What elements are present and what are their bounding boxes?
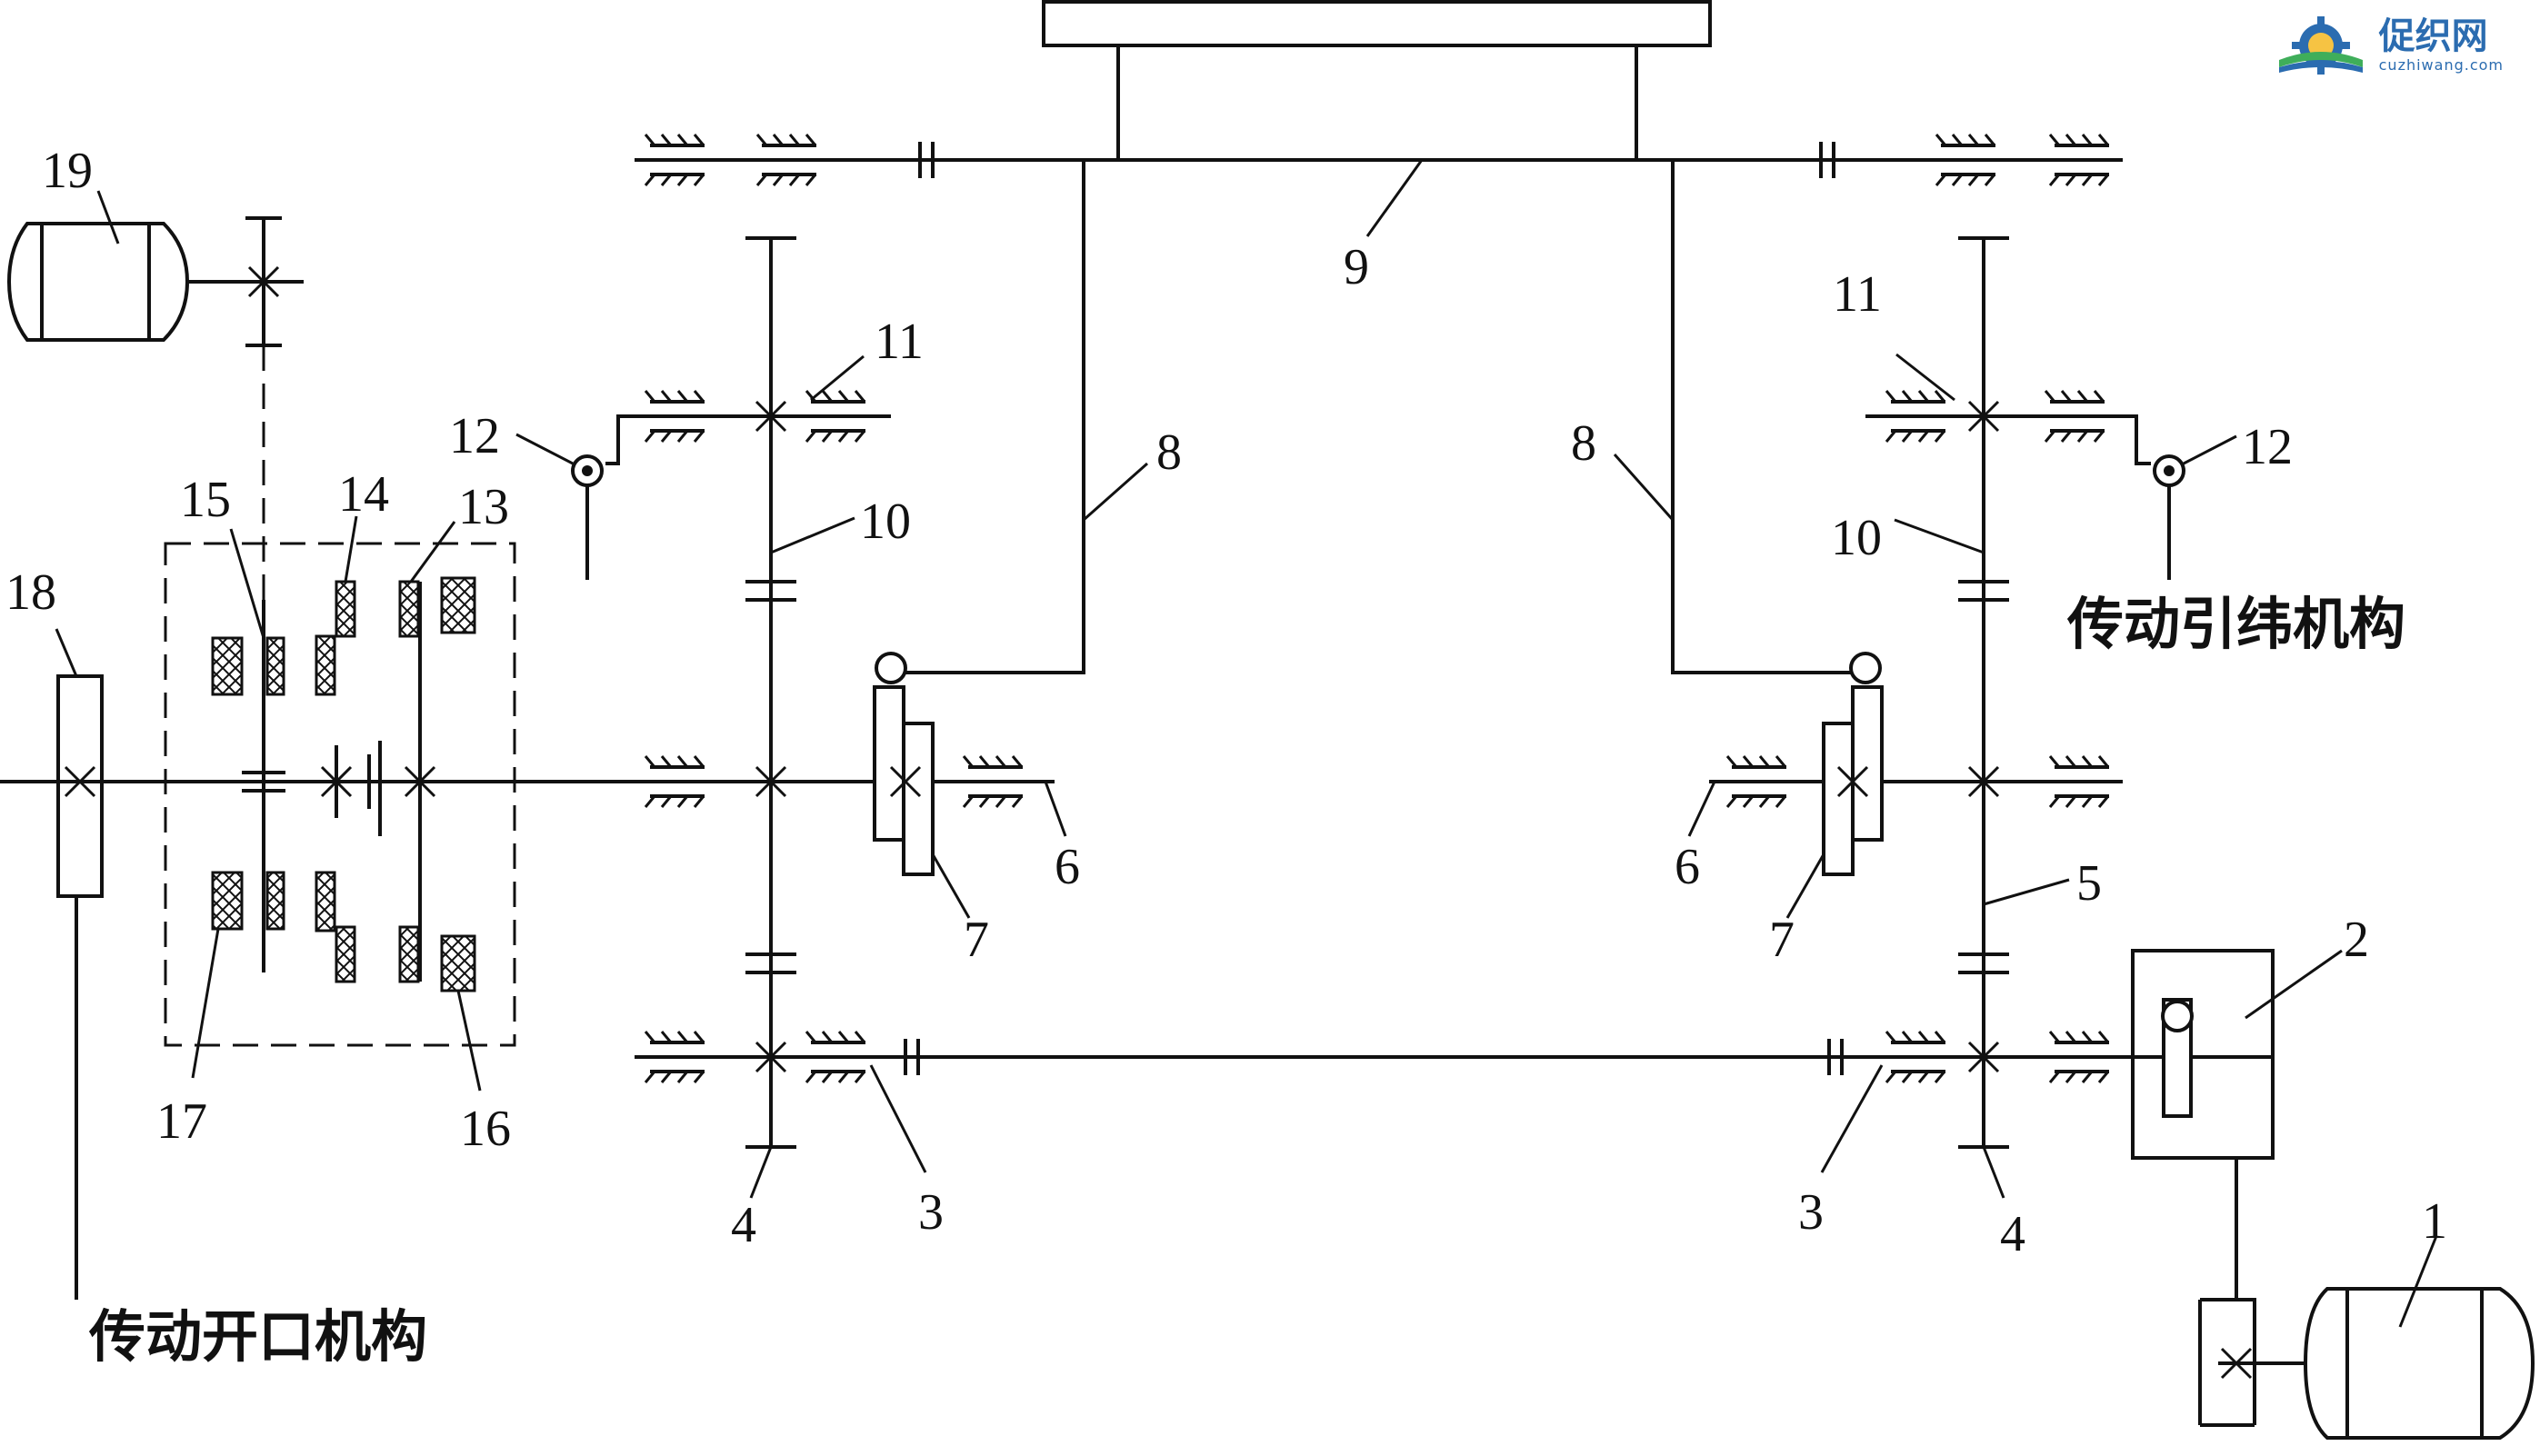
label-6-right: 6: [1675, 839, 1700, 895]
rocking-shaft-9: [635, 134, 2123, 186]
label-4-right: 4: [2000, 1206, 2025, 1262]
label-9: 9: [1344, 239, 1369, 295]
watermark-brand: 促织网: [2378, 15, 2488, 57]
shaft-11-left: [571, 390, 891, 580]
label-7-right: 7: [1769, 912, 1795, 968]
label-17: 17: [156, 1093, 207, 1150]
label-11-right: 11: [1833, 266, 1882, 323]
label-7-left: 7: [964, 912, 989, 968]
caption-shedding-drive: 传动开口机构: [88, 1306, 427, 1369]
label-13: 13: [458, 479, 509, 535]
sley-beam: [1042, 0, 1712, 160]
label-5: 5: [2076, 855, 2102, 912]
bearing-top-right-2: [2048, 134, 2110, 186]
label-6-left: 6: [1055, 839, 1080, 895]
label-3-right: 3: [1798, 1184, 1824, 1241]
main-shaft-right: [1709, 685, 2123, 876]
label-2: 2: [2344, 912, 2369, 968]
bottom-shaft-3: [635, 1031, 2123, 1083]
label-12-left: 12: [449, 408, 500, 464]
label-15: 15: [180, 472, 231, 528]
handwheel-18: [0, 674, 165, 1300]
connecting-rod-8-right: [1671, 160, 1882, 684]
clutch-brake-unit: [164, 345, 516, 1047]
bearing-top-left-1: [644, 134, 705, 186]
label-8-right: 8: [1571, 415, 1596, 472]
label-10-left: 10: [860, 494, 911, 550]
motor-1: [2198, 1287, 2535, 1440]
shaft-11-right: [1865, 390, 2185, 580]
connecting-rod-8-left: [875, 160, 1085, 684]
label-8-left: 8: [1156, 424, 1182, 481]
watermark-url: cuzhiwang.com: [2378, 55, 2504, 74]
gear-book-logo-icon: [2278, 16, 2363, 75]
label-16: 16: [460, 1101, 511, 1157]
coupling-top-left: [918, 142, 935, 178]
part-number-labels: 1 2 3 3 4 4 5 6 6 7 7 8 8 9 10 10 11 11 …: [5, 143, 2447, 1262]
label-3-left: 3: [918, 1184, 944, 1241]
gearbox-2: [2123, 949, 2275, 1300]
main-shaft-left: [0, 685, 1055, 876]
label-14: 14: [338, 466, 389, 523]
bearing-top-left-2: [755, 134, 817, 186]
label-10-right: 10: [1831, 510, 1882, 566]
motor-19: [6, 216, 304, 347]
bearing-top-right-1: [1935, 134, 1996, 186]
label-11-left: 11: [875, 314, 924, 370]
coupling-top-right: [1819, 142, 1835, 178]
label-1: 1: [2422, 1193, 2447, 1250]
caption-weft-insertion-drive: 传动引纬机构: [2066, 593, 2405, 656]
leader-lines: [55, 159, 2438, 1328]
watermark: 促织网 cuzhiwang.com: [2266, 13, 2504, 76]
label-18: 18: [5, 564, 56, 621]
label-12-right: 12: [2242, 419, 2293, 475]
label-4-left: 4: [731, 1197, 756, 1253]
left-gear-train: [745, 236, 796, 1149]
label-19: 19: [42, 143, 93, 199]
right-gear-train: [1958, 236, 2009, 1149]
